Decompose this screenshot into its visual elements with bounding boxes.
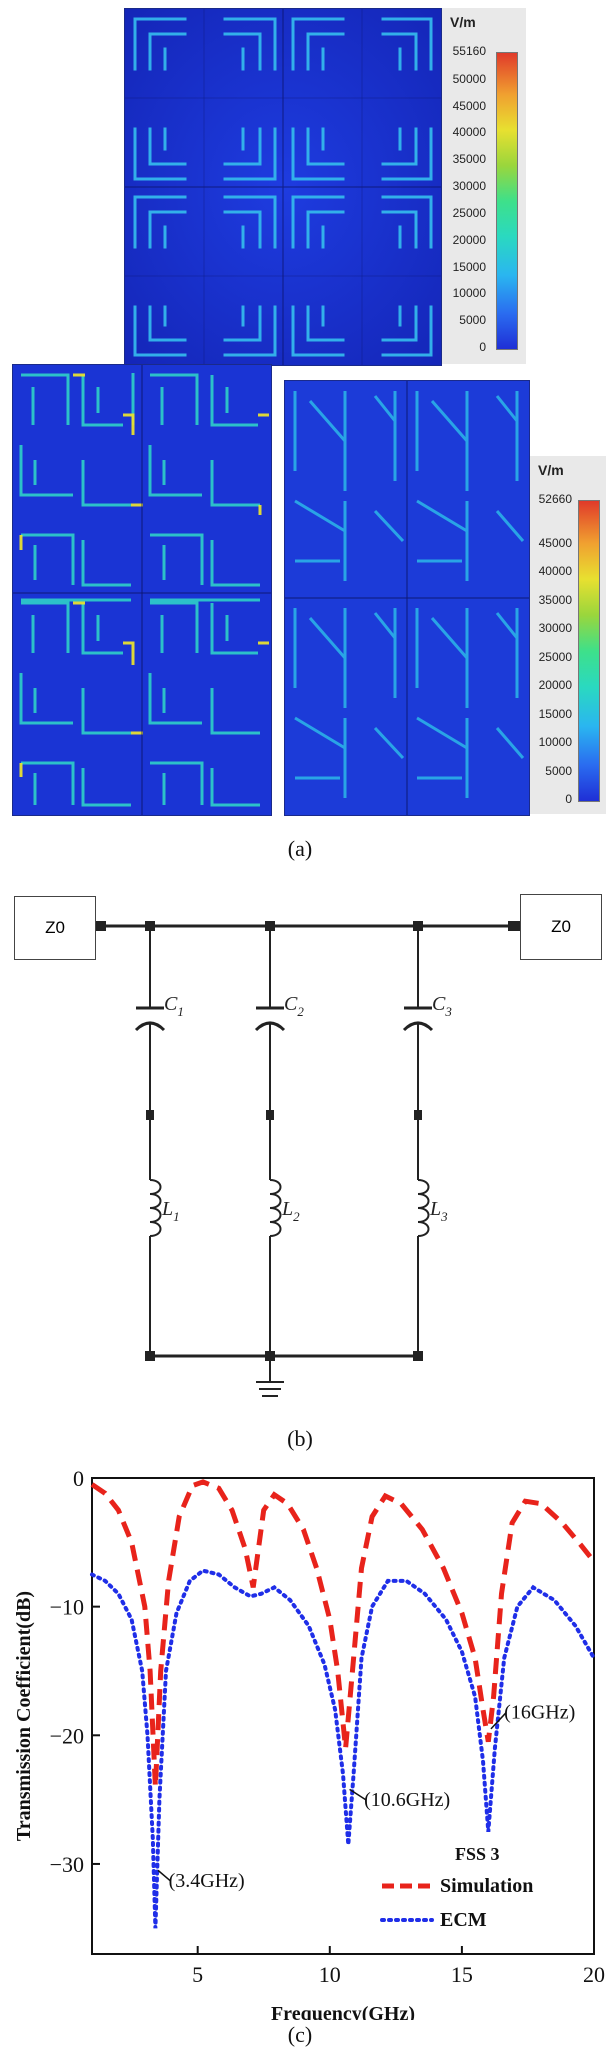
colorbar-bottom-unit: V/m bbox=[538, 462, 564, 478]
port-z0-left-label: Z0 bbox=[45, 918, 65, 937]
colorbar_bottom-tick: 10000 bbox=[538, 735, 572, 750]
colorbar-bottom-max: 52660 bbox=[538, 492, 572, 506]
colorbar_top-tick: 45000 bbox=[452, 98, 486, 113]
colorbar_bottom-tick: 15000 bbox=[538, 706, 572, 721]
caption-b: (b) bbox=[287, 1426, 313, 1451]
annotation-label: (3.4GHz) bbox=[169, 1870, 245, 1892]
series-line-ecm bbox=[90, 1568, 596, 1929]
annotation-pointer bbox=[157, 1869, 172, 1882]
colorbar_top-tick: 15000 bbox=[452, 259, 486, 274]
colorbar_bottom-tick: 30000 bbox=[538, 621, 572, 636]
y-tick-label: −10 bbox=[50, 1595, 84, 1620]
colorbar_top-tick: 40000 bbox=[452, 125, 486, 140]
colorbar-bottom: V/m 52660 45000 40000 35000 30000 25000 20000… bbox=[530, 456, 606, 814]
colorbar_bottom-tick: 25000 bbox=[538, 649, 572, 664]
port-z0-left: Z0 bbox=[14, 896, 96, 960]
legend-entry: ECM bbox=[440, 1909, 487, 1931]
x-tick-label: 10 bbox=[319, 1962, 341, 1987]
colorbar-top-gradient bbox=[496, 52, 518, 350]
colorbar_bottom-tick: 20000 bbox=[538, 678, 572, 693]
plot-frame bbox=[91, 1477, 595, 1955]
x-tick-label: 5 bbox=[192, 1962, 203, 1987]
legend-title: FSS 3 bbox=[455, 1844, 500, 1864]
capacitor-label: C2 bbox=[284, 993, 304, 1019]
colorbar_top-tick: 5000 bbox=[459, 313, 486, 328]
colorbar_bottom-tick: 0 bbox=[565, 792, 572, 806]
y-axis-label: Transmission Coefficient(dB) bbox=[13, 1591, 35, 1841]
field-map-bottom-right-image bbox=[285, 381, 529, 815]
annotation-label: (16GHz) bbox=[504, 1702, 575, 1724]
colorbar_bottom-tick: 35000 bbox=[538, 592, 572, 607]
capacitor-label: C3 bbox=[432, 993, 452, 1019]
colorbar-top-max: 55160 bbox=[452, 44, 486, 58]
colorbar_top-tick: 25000 bbox=[452, 205, 486, 220]
colorbar-bottom-gradient bbox=[578, 500, 600, 802]
colorbar_top-tick: 10000 bbox=[452, 286, 486, 301]
inductor-label: L1 bbox=[161, 1198, 180, 1224]
inductor-label: L3 bbox=[429, 1198, 448, 1224]
caption-c: (c) bbox=[287, 2022, 313, 2047]
legend-entry: Simulation bbox=[440, 1875, 533, 1897]
y-tick-label: 0 bbox=[73, 1466, 84, 1491]
caption-a: (a) bbox=[287, 836, 313, 861]
colorbar-top-unit: V/m bbox=[450, 14, 476, 30]
y-tick-label: −20 bbox=[50, 1723, 84, 1748]
field-map-top-image bbox=[125, 9, 441, 365]
field-map-bottom-left-image bbox=[13, 365, 271, 815]
x-tick-label: 15 bbox=[451, 1962, 473, 1987]
field-map-bottom-right bbox=[284, 380, 530, 816]
port-z0-right-label: Z0 bbox=[551, 917, 571, 936]
y-tick-label: −30 bbox=[50, 1852, 84, 1877]
port-z0-right: Z0 bbox=[520, 894, 602, 960]
series-line-simulation bbox=[90, 1479, 596, 1787]
colorbar_top-tick: 20000 bbox=[452, 232, 486, 247]
inductor-label: L2 bbox=[281, 1198, 300, 1224]
colorbar_top-tick: 35000 bbox=[452, 152, 486, 167]
ground-symbol bbox=[256, 1356, 284, 1397]
field-map-bottom-left bbox=[12, 364, 272, 816]
colorbar_top-tick: 0 bbox=[479, 340, 486, 354]
colorbar_bottom-tick: 45000 bbox=[538, 535, 572, 550]
annotation-pointer bbox=[490, 1712, 507, 1730]
field-map-top bbox=[124, 8, 442, 366]
colorbar_top-tick: 50000 bbox=[452, 71, 486, 86]
annotation-pointer bbox=[349, 1788, 367, 1801]
capacitor-label: C1 bbox=[164, 993, 184, 1019]
x-axis-label: Frequency(GHz) bbox=[271, 2003, 415, 2020]
colorbar_bottom-tick: 40000 bbox=[538, 564, 572, 579]
x-tick-label: 20 bbox=[583, 1962, 605, 1987]
annotation-label: (10.6GHz) bbox=[364, 1789, 450, 1811]
colorbar_bottom-tick: 5000 bbox=[545, 763, 572, 778]
colorbar_top-tick: 30000 bbox=[452, 179, 486, 193]
